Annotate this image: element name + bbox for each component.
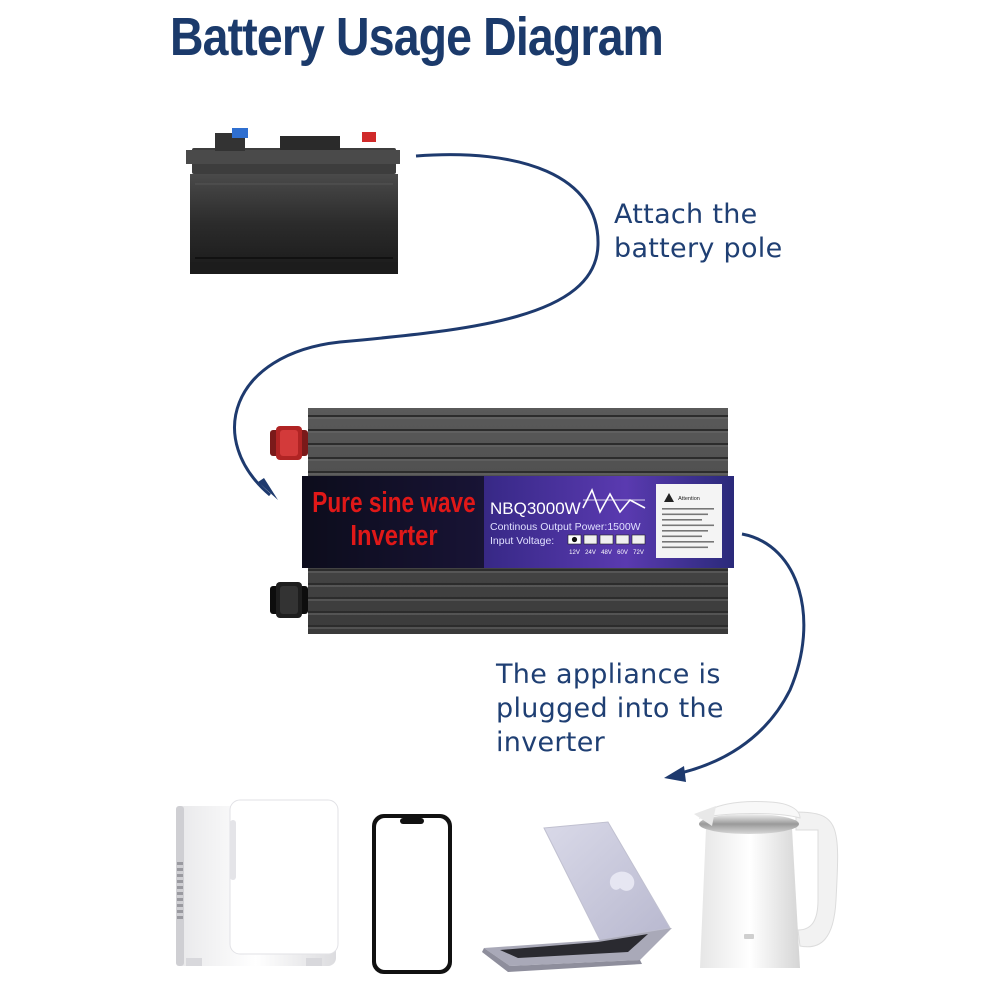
step2-caption: The appliance is plugged into the invert… [496,658,724,760]
voltage-label: 48V [601,550,612,556]
voltage-box [615,534,630,545]
fridge-vent-slot [177,862,183,865]
warning-title: Attention [678,496,700,502]
fridge-vent-slot [177,886,183,889]
smartphone-icon [372,814,452,974]
step2-line: inverter [496,727,606,758]
fridge-vent-slot [177,898,183,901]
fridge-vent-slot [177,880,183,883]
inverter-device: Pure sine wave Inverter NBQ3000W Contino… [270,408,734,634]
voltage-label: 60V [617,550,628,556]
warning-text-line [662,513,708,516]
voltage-label: 72V [633,550,644,556]
warning-text-line [662,508,714,510]
fridge-vent-slot [177,904,183,907]
fridge-vent-slot [177,874,183,877]
inverter-label-line2: Inverter [350,519,437,552]
negative-terminal-icon [232,128,248,138]
inverter-input-voltage-label: Input Voltage: [490,535,554,547]
voltage-box [599,534,614,545]
arrow-battery-to-inverter [233,153,600,497]
step2-line: The appliance is [496,659,721,690]
voltage-label: 12V [569,550,580,556]
warning-text-line [662,519,702,521]
negative-input-terminal-icon [270,582,308,618]
arrowhead-2 [664,766,686,782]
page-title: Battery Usage Diagram [170,7,664,67]
fridge-vent-slot [177,892,183,895]
warning-text-line [662,546,708,549]
electric-kettle-icon [694,801,839,968]
fridge-vent-slot [177,868,183,871]
selected-voltage-dot-icon [571,536,578,543]
step1-line: battery pole [614,233,783,264]
warning-text-line [662,541,714,543]
voltage-box [631,534,646,545]
warning-text-line [662,530,708,532]
voltage-label: 24V [585,550,596,556]
voltage-selector: 12V 24V 48V 60V 72V [567,534,646,556]
voltage-box [583,534,598,545]
mini-fridge-icon [176,799,339,966]
arrow-inverter-to-appliances [671,532,806,777]
step1-caption: Attach the battery pole [614,198,783,266]
warning-text-line [662,524,714,527]
positive-terminal-icon [362,132,376,142]
warning-sticker: Attention [656,484,722,558]
fridge-vent-slot [177,916,183,919]
step1-line: Attach the [614,199,758,230]
laptop-icon [482,821,672,972]
inverter-model: NBQ3000W [490,499,581,518]
warning-text-line [662,535,702,538]
positive-input-terminal-icon [270,426,308,460]
inverter-label-line1: Pure sine wave [312,485,475,518]
inverter-output-power: Continous Output Power:1500W [490,521,641,533]
arrowhead-1 [258,478,278,500]
battery-icon [186,128,400,274]
fridge-vent-slot [177,910,183,913]
step2-line: plugged into the [496,693,724,724]
